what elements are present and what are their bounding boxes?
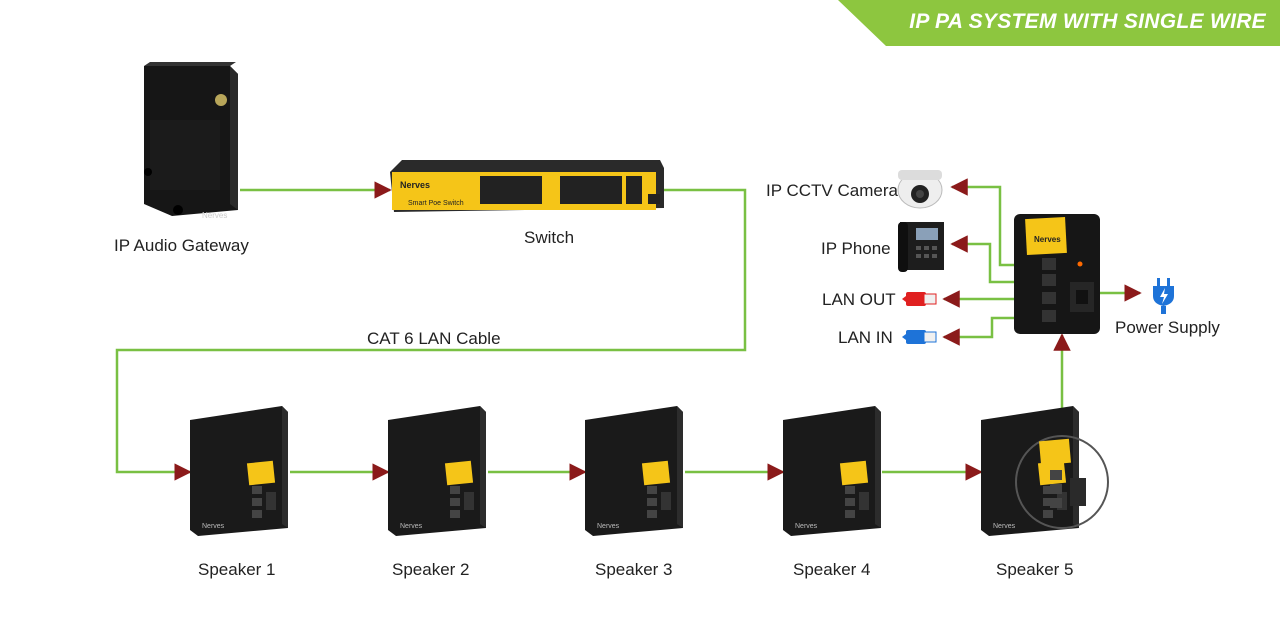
power-label: Power Supply [1115,318,1220,337]
cctv-camera-icon [897,170,943,209]
gateway-label: IP Audio Gateway [114,236,249,255]
junction-box-device: Nerves [1014,214,1100,334]
diagram-title: IP PA SYSTEM WITH SINGLE WIRE [909,10,1266,33]
speaker-device [981,406,1079,536]
peripheral-label-lan-out: LAN OUT [822,290,896,309]
speaker-device [190,406,288,536]
switch-label: Switch [524,228,575,247]
peripheral-label-lan-in: LAN IN [838,328,893,347]
speaker-device [585,406,683,536]
switch-device: Nerves Smart Poe Switch [390,160,664,212]
lan-in-icon [902,330,937,344]
svg-text:Nerves: Nerves [202,211,227,220]
speaker5-zoom-detail [1039,438,1086,508]
title-banner [838,0,1280,46]
power-plug-icon [1153,278,1174,314]
speaker-device [388,406,486,536]
wire-phone [950,235,1032,284]
speaker-label-4: Speaker 4 [793,560,871,579]
gateway-device: Nerves [144,62,238,220]
speaker-label-3: Speaker 3 [595,560,673,579]
svg-text:Nerves: Nerves [1034,235,1061,244]
cable-label: CAT 6 LAN Cable [367,329,501,348]
lan-out-icon [902,292,937,306]
speaker-label-5: Speaker 5 [996,560,1074,579]
zoom-circle [1015,435,1109,529]
wire-switch-speaker1 [115,188,747,481]
speaker-label-1: Speaker 1 [198,560,276,579]
svg-text:Nerves: Nerves [400,180,430,190]
wire-lan-in [942,316,1032,346]
peripheral-label-phone: IP Phone [821,239,891,258]
speaker-label-2: Speaker 2 [392,560,470,579]
switch-model-text: Smart Poe Switch [408,200,464,207]
ip-phone-icon [898,222,944,272]
peripheral-label-cctv: IP CCTV Camera [766,181,898,200]
speaker-device [783,406,881,536]
